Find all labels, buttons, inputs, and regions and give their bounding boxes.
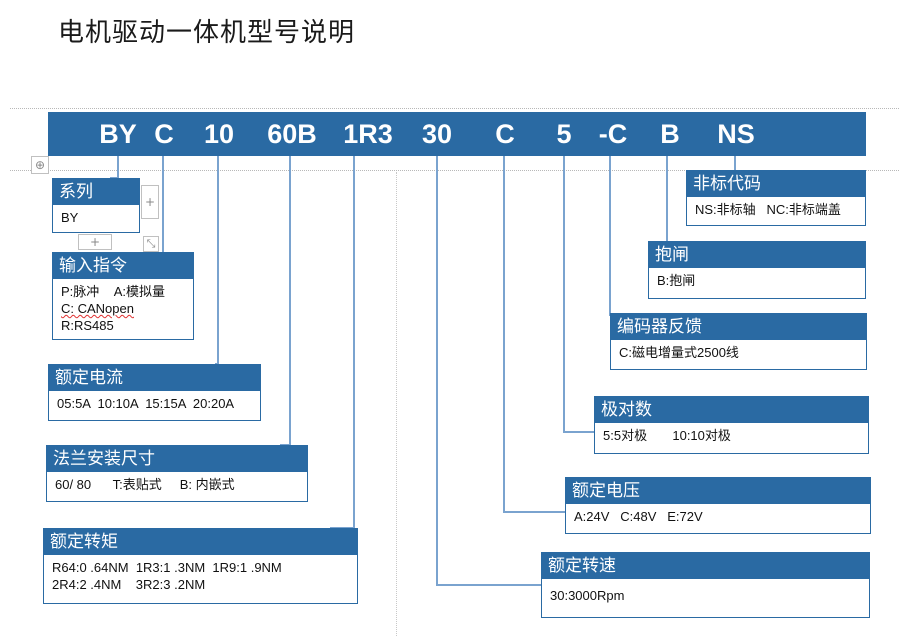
page-guide-bottom bbox=[10, 170, 899, 171]
code-seg-voltage: C bbox=[495, 119, 515, 149]
move-handle-icon[interactable]: ⊕ bbox=[31, 156, 49, 174]
code-seg-input: C bbox=[154, 119, 174, 149]
connector-voltage bbox=[503, 156, 565, 513]
box-torque-line: R64:0 .64NM 1R3:1 .3NM 1R9:1 .9NM bbox=[52, 560, 282, 575]
box-speed-line: 30:3000Rpm bbox=[550, 588, 625, 603]
code-seg-torque: 1R3 bbox=[343, 119, 393, 149]
box-input-line: R:RS485 bbox=[61, 318, 114, 333]
add-row-button[interactable]: + bbox=[78, 234, 112, 250]
box-brake-line: B:抱闸 bbox=[657, 273, 696, 288]
box-brake-title: 抱闸 bbox=[649, 242, 865, 268]
box-current: 额定电流 05:5A 10:10A 15:15A 20:20A bbox=[48, 364, 261, 421]
box-input: 输入指令 P:脉冲 A:模拟量 C: CANopen R:RS485 bbox=[52, 252, 194, 340]
connector-torque bbox=[330, 156, 355, 529]
box-current-title: 额定电流 bbox=[49, 365, 260, 391]
box-encoder: 编码器反馈 C:磁电增量式2500线 bbox=[610, 313, 867, 370]
box-poles-line: 5:5对极 10:10对极 bbox=[603, 428, 731, 443]
box-ns: 非标代码 NS:非标轴 NC:非标端盖 bbox=[686, 170, 866, 226]
model-code-bar bbox=[48, 112, 866, 156]
box-input-line: C: CANopen bbox=[61, 301, 134, 316]
box-speed: 额定转速 30:3000Rpm bbox=[541, 552, 870, 618]
box-flange-title: 法兰安装尺寸 bbox=[47, 446, 307, 472]
box-voltage-line: A:24V C:48V E:72V bbox=[574, 509, 703, 524]
connector-poles bbox=[563, 156, 594, 433]
box-flange: 法兰安装尺寸 60/ 80 T:表贴式 B: 内嵌式 bbox=[46, 445, 308, 502]
page-guide-vertical bbox=[396, 172, 397, 636]
connector-series bbox=[110, 156, 119, 179]
code-seg-series: BY bbox=[99, 119, 137, 149]
page-title: 电机驱动一体机型号说明 bbox=[58, 18, 356, 48]
resize-handle-icon[interactable]: ⤡ bbox=[143, 236, 159, 252]
box-encoder-line: C:磁电增量式2500线 bbox=[619, 345, 739, 360]
connector-encoder bbox=[609, 156, 611, 316]
box-encoder-title: 编码器反馈 bbox=[611, 314, 866, 340]
connector-brake bbox=[666, 156, 668, 242]
box-ns-line: NS:非标轴 NC:非标端盖 bbox=[695, 202, 841, 217]
box-torque-line: 2R4:2 .4NM 3R2:3 .2NM bbox=[52, 577, 206, 592]
connector-flange bbox=[280, 156, 291, 446]
page-guide-top bbox=[10, 108, 899, 109]
add-column-button[interactable]: + bbox=[141, 185, 159, 219]
box-series: 系列 BY bbox=[52, 178, 140, 233]
box-series-title: 系列 bbox=[53, 179, 139, 205]
box-ns-title: 非标代码 bbox=[687, 171, 865, 197]
code-seg-encoder: -C bbox=[598, 119, 628, 149]
box-torque: 额定转矩 R64:0 .64NM 1R3:1 .3NM 1R9:1 .9NM 2… bbox=[43, 528, 358, 604]
code-seg-ns: NS bbox=[717, 119, 755, 149]
box-current-line: 05:5A 10:10A 15:15A 20:20A bbox=[57, 396, 235, 411]
box-poles-title: 极对数 bbox=[595, 397, 868, 423]
code-seg-brake: B bbox=[660, 119, 680, 149]
box-torque-title: 额定转矩 bbox=[44, 529, 357, 555]
box-voltage-title: 额定电压 bbox=[566, 478, 870, 504]
box-brake: 抱闸 B:抱闸 bbox=[648, 241, 866, 299]
box-speed-title: 额定转速 bbox=[542, 553, 869, 579]
box-voltage: 额定电压 A:24V C:48V E:72V bbox=[565, 477, 871, 534]
box-series-line: BY bbox=[61, 210, 79, 225]
box-poles: 极对数 5:5对极 10:10对极 bbox=[594, 396, 869, 454]
code-seg-current: 10 bbox=[203, 119, 235, 149]
box-input-title: 输入指令 bbox=[53, 253, 193, 279]
code-seg-speed: 30 bbox=[421, 119, 453, 149]
connector-speed bbox=[436, 156, 541, 586]
box-flange-line: 60/ 80 T:表贴式 B: 内嵌式 bbox=[55, 477, 235, 492]
code-seg-flange: 60B bbox=[267, 119, 317, 149]
box-input-line: P:脉冲 A:模拟量 bbox=[61, 284, 166, 299]
connector-current bbox=[215, 156, 219, 365]
code-seg-poles: 5 bbox=[556, 119, 572, 149]
